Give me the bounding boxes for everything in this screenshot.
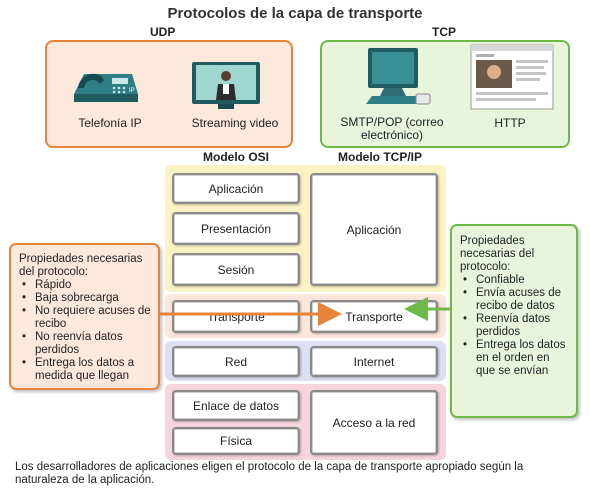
tv-monitor-icon: [192, 62, 260, 109]
ip-phone-icon: IP: [74, 73, 138, 102]
osi-layer-data-link: Enlace de datos: [172, 390, 300, 421]
list-item: Reenvía datos perdidos: [463, 313, 570, 339]
tcp-app-http: HTTP: [494, 116, 526, 130]
udp-properties-list: Rápido Baja sobrecarga No requiere acuse…: [19, 279, 152, 383]
tcpip-layer-application: Aplicación: [310, 173, 438, 286]
osi-layer-physical: Física: [172, 427, 300, 455]
web-page-icon: [470, 44, 554, 110]
tcp-properties-list: Confiable Envía acuses de recibo de dato…: [460, 274, 570, 378]
osi-layer-network: Red: [172, 346, 300, 377]
udp-label: UDP: [150, 25, 176, 39]
tcpip-layer-internet: Internet: [310, 346, 438, 377]
computer-icon: [366, 48, 431, 105]
list-item: No requiere acuses de recibo: [22, 305, 152, 331]
page-title: Protocolos de la capa de transporte: [167, 5, 423, 22]
list-item: Confiable: [463, 274, 570, 287]
tcp-label: TCP: [432, 25, 456, 39]
udp-app-streaming-video: Streaming video: [191, 116, 279, 130]
osi-model-header: Modelo OSI: [203, 150, 269, 164]
tcp-properties-heading: Propiedades necesarias del protocolo:: [460, 235, 535, 273]
osi-layer-transport: Transporte: [172, 300, 300, 333]
list-item: No reenvía datos perdidos: [22, 331, 152, 357]
osi-layer-session: Sesión: [172, 253, 300, 286]
udp-properties-box: Propiedades necesarias del protocolo: Rá…: [9, 243, 160, 390]
list-item: Rápido: [22, 279, 152, 292]
tcpip-model-header: Modelo TCP/IP: [338, 150, 422, 164]
udp-properties-heading: Propiedades necesarias del protocolo:: [19, 253, 143, 278]
tcp-properties-box: Propiedades necesarias del protocolo: Co…: [450, 224, 578, 418]
list-item: Baja sobrecarga: [22, 292, 152, 305]
list-item: Envía acuses de recibo de datos: [463, 287, 570, 313]
udp-app-ip-telephony: Telefonía IP: [78, 116, 142, 130]
svg-text:IP: IP: [129, 88, 135, 94]
tcp-app-smtp-pop: SMTP/POP (correo electrónico): [340, 115, 444, 142]
footer-caption: Los desarrolladores de aplicaciones elig…: [15, 461, 524, 486]
list-item: Entrega los datos en el orden en que se …: [463, 339, 570, 378]
list-item: Entrega los datos a medida que llegan: [22, 357, 152, 383]
tcpip-layer-network-access: Acceso a la red: [310, 390, 438, 455]
osi-layer-application: Aplicación: [172, 173, 300, 204]
osi-layer-presentation: Presentación: [172, 212, 300, 245]
